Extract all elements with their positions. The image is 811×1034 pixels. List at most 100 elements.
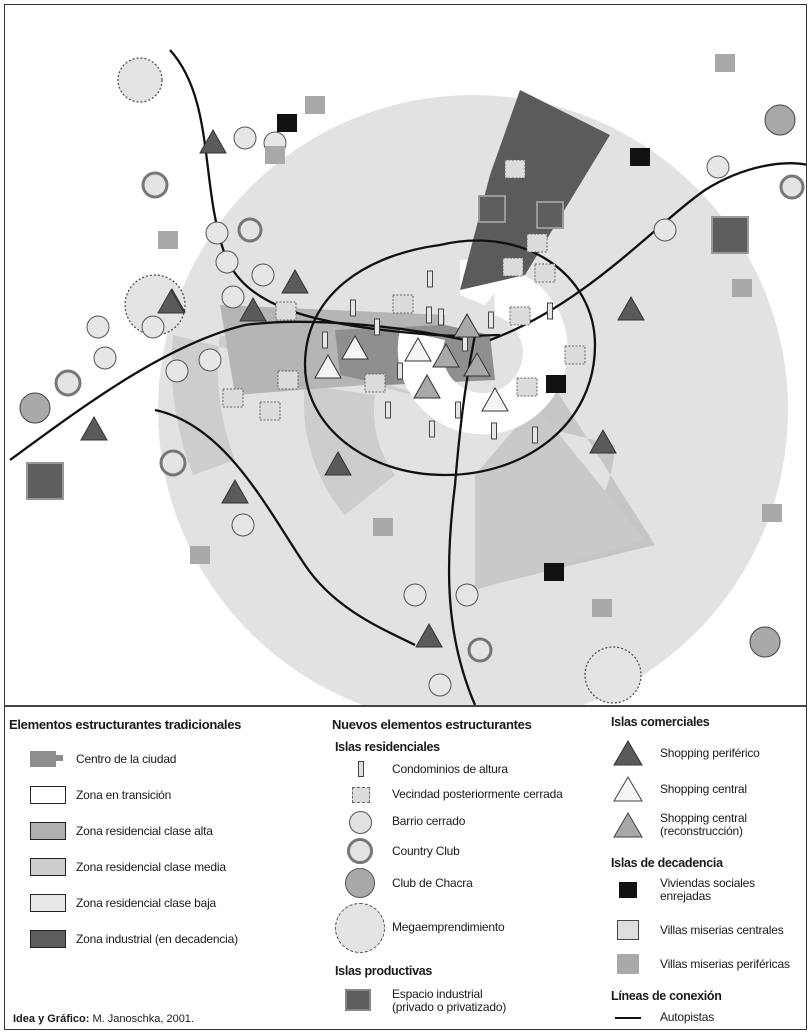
industrial-zone xyxy=(460,90,610,290)
rebuilt-central-shopping xyxy=(463,351,491,377)
high-rise-condo xyxy=(429,420,435,438)
social-housing xyxy=(630,148,650,166)
chacra-club xyxy=(764,104,796,136)
middle-class-sector-se xyxy=(475,405,645,590)
legend-productive-title: Islas productivas xyxy=(335,964,433,978)
peripheral-shopping xyxy=(239,296,267,322)
legend-item-industrial-space-line1: Espacio industrial xyxy=(392,987,483,1001)
high-rise-condo xyxy=(397,362,403,380)
legend-commercial-title: Islas comerciales xyxy=(611,715,710,729)
high-rise-condo xyxy=(350,299,356,317)
central-shopping xyxy=(481,386,509,412)
high-rise-condo xyxy=(547,302,553,320)
legend-item-central-slum: Villas miserias centrales xyxy=(660,923,784,937)
gated-vicinity xyxy=(526,233,548,253)
legend-item-social-housing-line2: enrejadas xyxy=(660,889,711,903)
closed-neighborhood xyxy=(215,250,239,274)
upper-class-swatch xyxy=(30,822,66,840)
legend-divider xyxy=(5,705,806,707)
legend-item-motorway: Autopistas xyxy=(660,1010,715,1024)
motorway-ring xyxy=(303,239,597,477)
legend-item-rebuilt-shopping-line1: Shopping central xyxy=(660,811,747,825)
country-club xyxy=(141,171,169,199)
legend-item-chacra-club: Club de Chacra xyxy=(392,876,473,890)
peripheral-shopping xyxy=(415,622,443,648)
legend-traditional-title: Elementos estructurantes tradicionales xyxy=(9,717,242,732)
city-center-swatch xyxy=(30,751,56,767)
gated-vicinity xyxy=(275,301,297,321)
country-club xyxy=(779,174,805,200)
peripheral-shopping xyxy=(281,268,309,294)
peripheral-shopping xyxy=(199,128,227,154)
gated-vicinity xyxy=(504,159,526,179)
legend-item-upper-class: Zona residencial clase alta xyxy=(76,824,213,838)
central-shopping-rebuilt-symbol xyxy=(613,812,643,838)
legend-item-peripheral-shopping: Shopping periférico xyxy=(660,746,760,760)
high-rise-condo-symbol xyxy=(358,761,364,777)
legend-item-transition: Zona en transición xyxy=(76,788,172,802)
chacra-club xyxy=(749,626,781,658)
peripheral-slum xyxy=(762,504,782,522)
closed-neighborhood xyxy=(428,673,452,697)
central-shopping-symbol xyxy=(613,776,643,802)
legend-item-central-shopping: Shopping central xyxy=(660,782,747,796)
legend-item-middle-class: Zona residencial clase media xyxy=(76,860,226,874)
legend-new-title: Nuevos elementos estructurantes xyxy=(332,717,532,732)
closed-neighborhood xyxy=(221,285,245,309)
legend-item-social-housing-line1: Viviendas sociales xyxy=(660,876,755,890)
central-slum-symbol xyxy=(617,920,639,940)
industrial-space xyxy=(26,462,64,500)
motorway-south xyxy=(447,334,477,705)
mega-development xyxy=(117,57,163,103)
legend-decay-title: Islas de decadencia xyxy=(611,856,723,870)
central-shopping xyxy=(341,334,369,360)
closed-neighborhood-symbol xyxy=(349,811,372,834)
central-shopping xyxy=(314,353,342,379)
central-shopping xyxy=(404,336,432,362)
peripheral-shopping xyxy=(157,288,185,314)
credit-text: M. Janoschka, 2001. xyxy=(89,1013,194,1025)
legend-connection-title: Líneas de conexión xyxy=(611,989,722,1003)
peripheral-slum xyxy=(190,546,210,564)
legend-residential-title: Islas residenciales xyxy=(335,740,440,754)
peripheral-slum xyxy=(158,231,178,249)
motorway-west xyxy=(9,320,466,461)
city-model-map xyxy=(9,49,806,705)
middle-class-zone-inner xyxy=(303,385,395,515)
closed-neighborhood xyxy=(231,513,255,537)
mega-development xyxy=(124,274,186,336)
closed-neighborhood xyxy=(251,263,275,287)
closed-neighborhood xyxy=(198,348,222,372)
rebuilt-central-shopping xyxy=(413,373,441,399)
high-rise-condo xyxy=(385,401,391,419)
legend-item-rebuilt-shopping-line2: (reconstrucción) xyxy=(660,824,743,838)
country-club xyxy=(159,449,187,477)
gated-vicinity xyxy=(516,377,538,397)
peripheral-shopping xyxy=(617,295,645,321)
gated-vicinity xyxy=(534,263,556,283)
legend-item-industrial: Zona industrial (en decadencia) xyxy=(76,932,238,946)
high-rise-condo xyxy=(488,311,494,329)
high-rise-condo xyxy=(455,401,461,419)
industrial-space xyxy=(711,216,749,254)
high-rise-condo xyxy=(438,308,444,326)
legend-item-closed-neighborhood: Barrio cerrado xyxy=(392,814,466,828)
gated-vicinity xyxy=(392,294,414,314)
legend-item-lower-class: Zona residencial clase baja xyxy=(76,896,217,910)
motorway-east xyxy=(489,162,806,342)
middle-class-zone-west xyxy=(171,335,473,475)
gated-vicinity xyxy=(364,373,386,393)
peripheral-slum-symbol xyxy=(617,954,639,974)
legend-item-mega-development: Megaemprendimiento xyxy=(392,920,505,934)
social-housing xyxy=(546,375,566,393)
gated-vicinity xyxy=(259,401,281,421)
peripheral-slum xyxy=(732,279,752,297)
peripheral-shopping xyxy=(589,428,617,454)
gated-vicinity xyxy=(502,257,524,277)
closed-neighborhood xyxy=(653,218,677,242)
closed-neighborhood xyxy=(403,583,427,607)
credit: Idea y Gráfico: M. Janoschka, 2001. xyxy=(13,1013,194,1025)
transition-swatch xyxy=(30,786,66,804)
legend-item-country-club: Country Club xyxy=(392,844,460,858)
peripheral-shopping xyxy=(324,450,352,476)
